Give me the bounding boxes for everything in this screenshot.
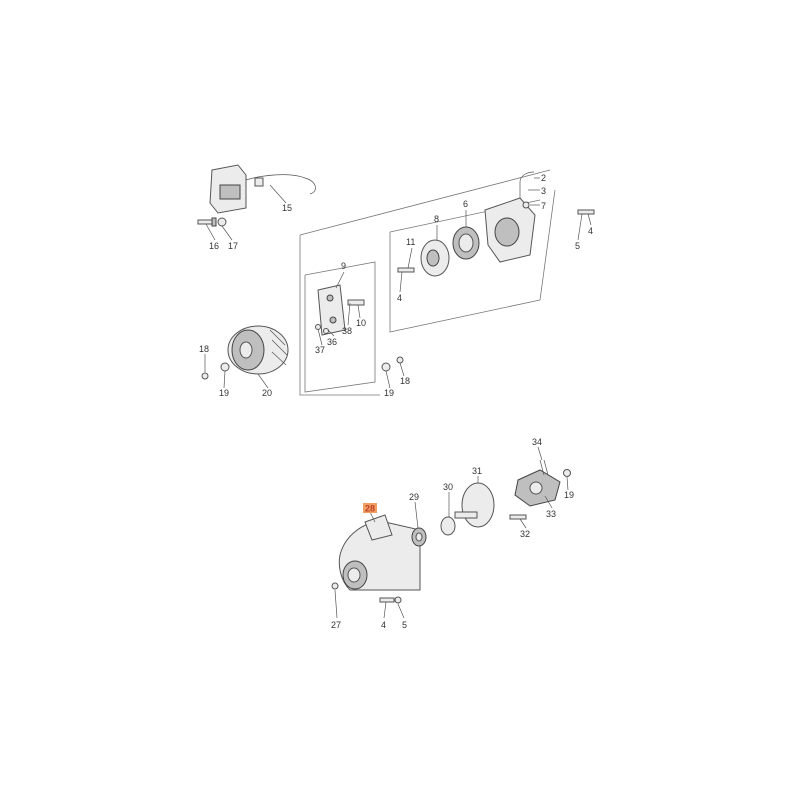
bearing[interactable]	[411, 527, 427, 547]
callout-38: 38	[342, 326, 352, 336]
callout-19-lower: 19	[564, 490, 574, 500]
assembly-frame-inner	[304, 261, 376, 393]
washer-19-lower[interactable]	[563, 469, 571, 477]
washer-17[interactable]	[217, 217, 227, 227]
screw-11[interactable]	[397, 267, 415, 273]
callout-36: 36	[327, 337, 337, 347]
callout-7: 7	[541, 201, 546, 211]
callout-30: 30	[443, 482, 453, 492]
callout-9: 9	[341, 261, 346, 271]
callout-32: 32	[520, 529, 530, 539]
starter-pulley[interactable]	[420, 239, 450, 277]
callout-37: 37	[315, 345, 325, 355]
clutch-spring[interactable]	[539, 459, 549, 476]
switch-bracket[interactable]	[315, 284, 365, 336]
callout-34: 34	[532, 437, 542, 447]
callout-6: 6	[463, 199, 468, 209]
washer-19-left[interactable]	[220, 362, 230, 372]
callout-19-left: 19	[219, 388, 229, 398]
clutch-drum[interactable]	[454, 482, 495, 528]
highlighted-callout-28[interactable]: 28	[363, 503, 377, 514]
highlighted-callout-label: 28	[365, 504, 375, 514]
callout-2: 2	[541, 173, 546, 183]
callout-5-lower: 5	[402, 620, 407, 630]
callout-17: 17	[228, 241, 238, 251]
washer-5-lower[interactable]	[394, 596, 402, 604]
callout-15: 15	[282, 203, 292, 213]
callout-29: 29	[409, 492, 419, 502]
nut-18-center[interactable]	[396, 356, 404, 364]
flywheel[interactable]	[227, 325, 289, 375]
washer-19-center[interactable]	[381, 362, 391, 372]
callout-10: 10	[356, 318, 366, 328]
recoil-spring[interactable]	[452, 226, 480, 260]
callout-19-center: 19	[384, 388, 394, 398]
clutch-housing[interactable]	[338, 514, 421, 591]
screw-16[interactable]	[197, 217, 217, 227]
nut-18-left[interactable]	[201, 372, 209, 380]
callout-3: 3	[541, 186, 546, 196]
callout-4-top: 4	[588, 226, 593, 236]
screw-32[interactable]	[509, 514, 527, 520]
assembly-frame-upper	[299, 169, 556, 396]
clutch-shoes[interactable]	[514, 469, 561, 507]
callout-5-top: 5	[575, 241, 580, 251]
callout-27: 27	[331, 620, 341, 630]
leader-lines	[204, 177, 592, 619]
circlip[interactable]	[440, 516, 456, 536]
callout-20: 20	[262, 388, 272, 398]
callout-16: 16	[209, 241, 219, 251]
ignition-coil[interactable]	[209, 164, 316, 214]
callout-11: 11	[406, 237, 415, 247]
starter-housing[interactable]	[484, 171, 536, 263]
callout-labels: 2 3 7 4 5 6 8 11 4 15 16 17 9 38 10 36 3…	[199, 173, 593, 630]
highlight-box	[363, 503, 377, 513]
callout-18-left: 18	[199, 344, 209, 354]
callout-4-lower: 4	[381, 620, 386, 630]
washer-27[interactable]	[331, 582, 339, 590]
callout-8: 8	[434, 214, 439, 224]
callout-18-center: 18	[400, 376, 410, 386]
callout-31: 31	[472, 466, 482, 476]
screw-4-lower[interactable]	[379, 597, 395, 603]
callout-4-mid: 4	[397, 293, 402, 303]
screw-4-top[interactable]	[577, 209, 595, 215]
callout-33: 33	[546, 509, 556, 519]
